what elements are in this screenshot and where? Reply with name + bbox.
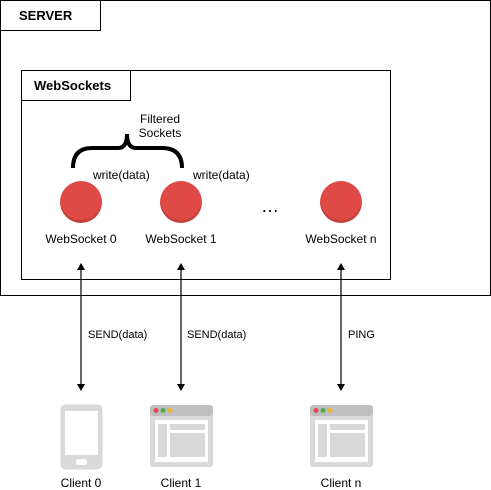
write-label-0: write(data): [93, 168, 150, 182]
websocket-label-n: WebSocket n: [305, 232, 377, 246]
link-label-n: PING: [348, 329, 375, 341]
websockets-title: WebSockets: [21, 70, 131, 101]
link-label-1: SEND(data): [187, 329, 247, 341]
websocket-label-0: WebSocket 0: [45, 232, 117, 246]
filtered-label-line2: Sockets: [138, 126, 182, 140]
websocket-label-1: WebSocket 1: [145, 232, 217, 246]
websockets-box: [21, 70, 391, 280]
client-label-1: Client 1: [160, 476, 202, 490]
websocket-node-1: [160, 181, 202, 223]
ellipsis: …: [261, 196, 279, 216]
filtered-brace: [71, 133, 184, 169]
websocket-node-0: [60, 181, 102, 223]
browser-window-icon: [310, 405, 373, 467]
browser-window-icon: [150, 405, 213, 467]
write-label-1: write(data): [193, 168, 250, 182]
link-label-0: SEND(data): [88, 329, 148, 341]
client-label-n: Client n: [320, 476, 362, 490]
server-title: SERVER: [0, 0, 101, 31]
filtered-sockets-label: Filtered Sockets: [130, 112, 190, 140]
filtered-label-line1: Filtered: [139, 112, 180, 126]
websocket-node-n: [320, 181, 362, 223]
phone-icon: [60, 404, 103, 470]
client-label-0: Client 0: [60, 476, 102, 490]
